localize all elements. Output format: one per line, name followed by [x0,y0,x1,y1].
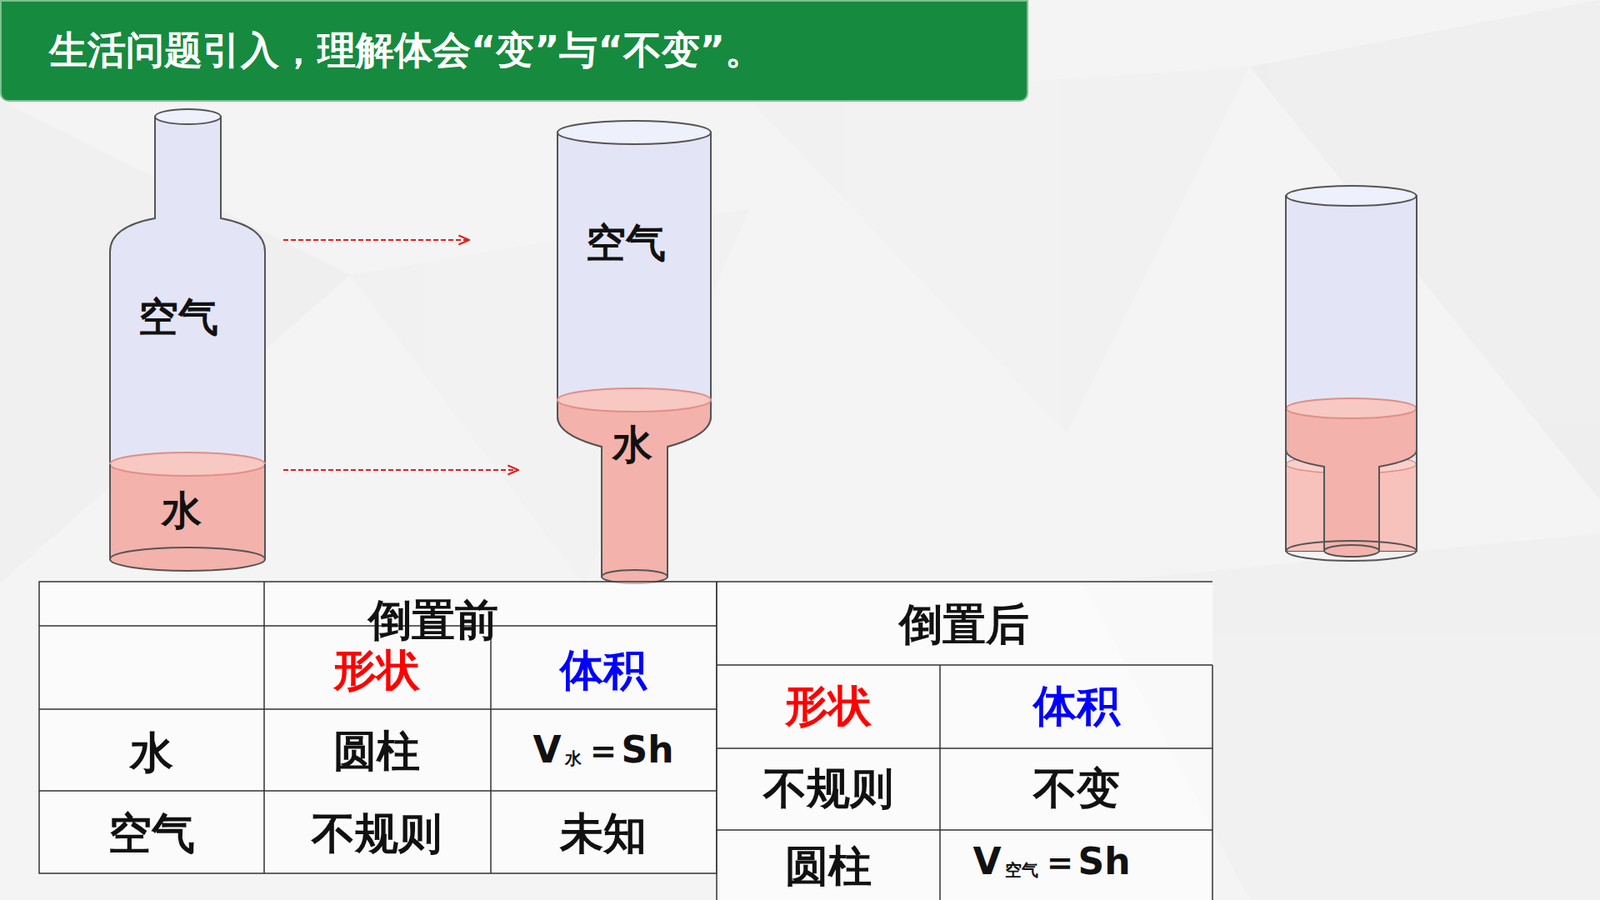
bottle-label: 水 [612,422,653,467]
bottle-label: 空气 [585,220,666,265]
table-header: 倒置前 [368,596,499,645]
table-cell: 不变 [1033,765,1120,813]
dashed-arrow [283,469,519,471]
table-cell: V水＝Sh [532,730,674,770]
label-text: 圆柱 [333,725,420,776]
label-text: 形状 [333,645,420,695]
bottle-label: 水 [161,488,202,533]
label-text: 形状 [785,680,872,731]
label-text: 圆柱 [785,840,872,891]
table-cell: 不规则 [763,765,894,813]
table-cell: 空气 [108,810,195,858]
label-text: 体积 [1033,680,1120,731]
label-text: 空气 [108,808,195,859]
table-cell: 未知 [560,810,647,858]
bottle-in-cylinder [1285,185,1417,561]
table-grid [39,581,1213,900]
table-header: 倒置后 [899,600,1030,649]
label-text: ＝Sh [1041,840,1131,883]
title-bar: 生活问题引入，理解体会“变”与“不变”。 [0,0,1029,102]
subscript: 水 [565,748,582,769]
label-text: 空气 [138,293,219,340]
subscript: 空气 [1005,860,1039,880]
dashed-arrow [283,239,470,241]
label-text: 体积 [560,645,647,695]
table-cell: 不规则 [311,810,442,858]
label-text: 倒置前 [368,595,499,645]
label-text: ＝Sh [585,728,675,771]
table-cell: V空气＝Sh [972,841,1130,882]
label-text: 空气 [585,219,666,266]
bottle-inverted [557,120,711,584]
title: 生活问题引入，理解体会“变”与“不变”。 [49,25,764,77]
label-text: 水 [612,420,653,468]
table-cell: 圆柱 [333,727,420,775]
label-text: 不规则 [311,808,442,859]
table-header: 形状 [333,646,420,695]
table-header: 体积 [560,646,647,695]
label-text: V [972,840,1001,883]
bottle-label: 空气 [138,295,219,340]
label-text: 未知 [560,808,647,859]
table-header: 体积 [1033,682,1120,730]
label-text: 水 [130,727,174,778]
label-text: 水 [161,486,202,534]
label-text: 不变 [1033,763,1120,814]
bottle-upright [110,109,265,571]
table-header: 形状 [785,682,872,730]
label-text: 不规则 [763,763,894,814]
table-cell: 圆柱 [785,842,872,890]
label-text: V [532,728,561,771]
table-cell: 水 [130,729,174,777]
label-text: 倒置后 [899,599,1030,650]
